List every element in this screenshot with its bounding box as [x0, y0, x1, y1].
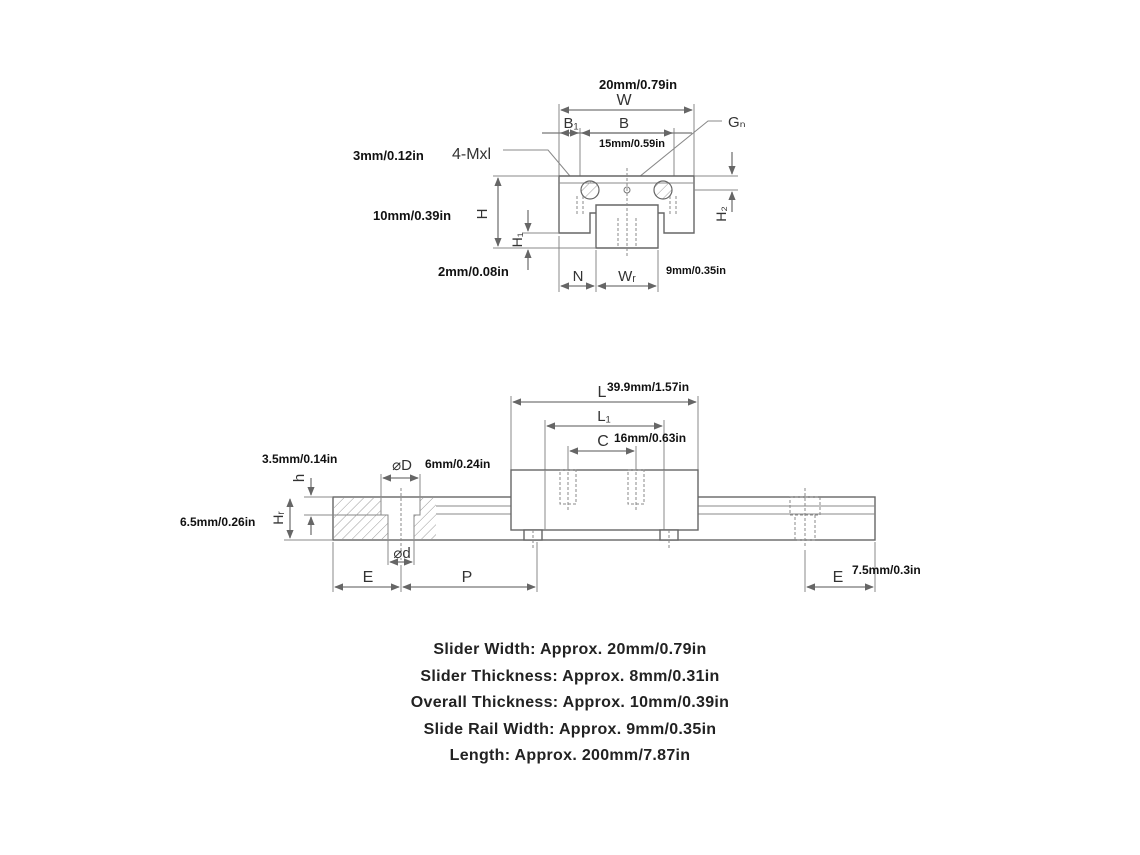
label-B: B — [619, 115, 629, 132]
label-d: ⌀d — [393, 545, 410, 562]
spec-rail-width: Slide Rail Width: Approx. 9mm/0.35in — [423, 720, 717, 738]
label-E-left: E — [363, 569, 374, 586]
label-4-Mxl: 4-Mxl — [452, 146, 491, 163]
label-W: W — [616, 92, 632, 109]
value-WR: 9mm/0.35in — [666, 265, 726, 277]
label-H: H — [474, 209, 491, 220]
value-B: 15mm/0.59in — [599, 138, 665, 150]
spec-slider-thickness: Slider Thickness: Approx. 8mm/0.31in — [420, 667, 720, 685]
label-H2: H₂ — [713, 206, 729, 222]
label-Gn: Gₙ — [728, 114, 746, 131]
label-WR: Wᵣ — [618, 268, 636, 285]
value-C: 16mm/0.63in — [614, 431, 686, 445]
label-D: ⌀D — [392, 457, 412, 474]
specifications-list: Slider Width: Approx. 20mm/0.79in Slider… — [0, 637, 1140, 770]
label-L1: L₁ — [597, 408, 610, 425]
value-L: 39.9mm/1.57in — [607, 380, 689, 394]
label-E-right: E — [833, 569, 844, 586]
value-h: 3.5mm/0.14in — [262, 452, 337, 466]
label-L: L — [598, 384, 607, 401]
value-H: 10mm/0.39in — [373, 208, 451, 223]
label-H1: H₁ — [509, 232, 525, 247]
label-B1: B₁ — [563, 115, 578, 132]
value-D: 6mm/0.24in — [425, 457, 490, 471]
value-W: 20mm/0.79in — [599, 77, 677, 92]
value-Mx: 3mm/0.12in — [353, 148, 424, 163]
side-view: L L₁ C ⌀D ⌀d h Hᵣ E P E 39.9mm/1.57in 16… — [180, 380, 921, 592]
value-E: 7.5mm/0.3in — [852, 563, 921, 577]
value-H1: 2mm/0.08in — [438, 264, 509, 279]
cross-section-view: W B₁ B Gₙ 4-Mxl H H₁ H₂ N Wᵣ 20mm/0.79in… — [353, 77, 746, 292]
spec-overall-thickness: Overall Thickness: Approx. 10mm/0.39in — [410, 694, 730, 711]
label-h: h — [291, 474, 308, 482]
label-HR: Hᵣ — [270, 511, 286, 525]
label-P: P — [462, 569, 473, 586]
spec-length: Length: Approx. 200mm/7.87in — [449, 747, 691, 764]
label-N: N — [573, 268, 584, 285]
label-C: C — [597, 433, 609, 450]
value-HR: 6.5mm/0.26in — [180, 515, 255, 529]
spec-slider-width: Slider Width: Approx. 20mm/0.79in — [433, 641, 707, 658]
